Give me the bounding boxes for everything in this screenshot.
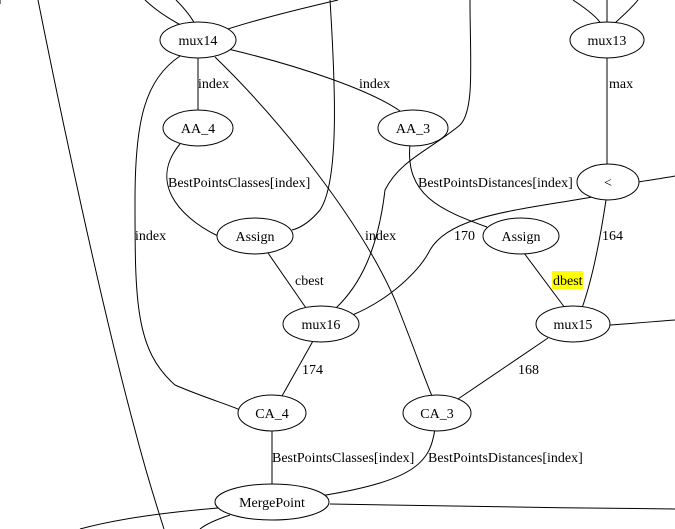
edge-far-left-line (37, 0, 165, 529)
node-mergepoint: MergePoint (214, 483, 330, 521)
node-less-than-shape (576, 163, 640, 201)
node-mux13-shape (569, 21, 645, 59)
node-ca4: CA_4 (237, 394, 307, 432)
edge-merge-right (329, 503, 675, 510)
edge-in-mux16 (335, 0, 472, 309)
edge-lt-mux16 (349, 196, 593, 317)
edge-assign1-mux16 (267, 252, 307, 309)
edge-label-index-aa3: index (359, 77, 390, 92)
edge-mux16-ca4 (281, 340, 314, 397)
edge-bottom-out-a (79, 507, 219, 529)
node-ca3-label: CA_3 (420, 407, 453, 422)
edge-lt-right (637, 175, 675, 183)
node-mergepoint-label: MergePoint (239, 496, 305, 511)
edge-mux15-ca3 (457, 337, 549, 400)
edge-lt-mux15 (581, 199, 607, 309)
edge-label-index-left: index (135, 229, 166, 244)
nodes: mux14 mux13 AA_4 AA_3 < Assign Assign m (159, 21, 645, 521)
node-ca4-shape (237, 394, 307, 432)
node-aa4-shape (162, 109, 234, 147)
edge-label-max: max (609, 77, 633, 92)
edge-mux14-aa3 (227, 48, 401, 112)
node-mux14-shape (159, 21, 237, 59)
node-mux15-shape (535, 305, 611, 343)
node-less-than-label: < (604, 176, 612, 191)
edge-in-mux14-c (224, 0, 339, 31)
node-mux15: mux15 (535, 305, 611, 343)
node-aa4-label: AA_4 (181, 122, 215, 137)
edge-in-mux13-a (572, 0, 602, 25)
node-assign-2: Assign (482, 217, 560, 255)
edge-label-index-aa4: index (198, 77, 229, 92)
edge-in-assign1 (291, 0, 335, 231)
edge-label-164: 164 (602, 229, 623, 244)
node-aa4: AA_4 (162, 109, 234, 147)
edge-label-bpd-ca3: BestPointsDistances[index] (428, 451, 583, 466)
edge-mux14-ca4 (134, 55, 241, 411)
edge-label-bpd-aa3: BestPointsDistances[index] (418, 176, 573, 191)
node-assign-2-shape (482, 217, 560, 255)
edge-bottom-out-b (199, 514, 231, 529)
edge-mux14-ca3 (214, 56, 433, 397)
node-assign-1: Assign (216, 217, 294, 255)
edge-ca3-merge (319, 428, 436, 497)
edge-label-bpc-aa4: BestPointsClasses[index] (168, 176, 310, 191)
edge-label-index-mid: index (365, 229, 396, 244)
node-aa3-shape (377, 109, 449, 147)
node-ca3: CA_3 (402, 394, 472, 432)
node-mux16-label: mux16 (302, 318, 341, 333)
node-mux16-shape (282, 305, 360, 343)
edge-labels: index index max BestPointsClasses[index]… (135, 77, 633, 466)
edge-label-174: 174 (302, 363, 323, 378)
node-mux13: mux13 (569, 21, 645, 59)
edge-label-168: 168 (518, 363, 539, 378)
node-ca3-shape (402, 394, 472, 432)
node-assign-2-label: Assign (502, 230, 541, 245)
edge-in-mux13-c (613, 0, 639, 25)
node-mux14-label: mux14 (179, 34, 218, 49)
node-assign-1-shape (216, 217, 294, 255)
node-mux15-label: mux15 (554, 318, 593, 333)
edge-label-bpc-ca4: BestPointsClasses[index] (272, 451, 414, 466)
node-mux16: mux16 (282, 305, 360, 343)
edge-label-cbest: cbest (295, 274, 324, 289)
edge-aa4-assign1 (166, 143, 219, 237)
node-assign-1-label: Assign (236, 230, 275, 245)
edge-mux15-right (609, 319, 675, 326)
edge-label-170: 170 (454, 229, 475, 244)
node-mux13-label: mux13 (588, 34, 627, 49)
edge-label-dbest-highlight (552, 271, 583, 289)
node-less-than: < (576, 163, 640, 201)
node-mux14: mux14 (159, 21, 237, 59)
node-aa3-label: AA_3 (396, 122, 430, 137)
node-mergepoint-shape (214, 483, 330, 521)
edge-assign2-mux15 (523, 252, 566, 309)
edge-label-dbest: dbest (553, 274, 583, 289)
node-ca4-label: CA_4 (255, 407, 288, 422)
node-aa3: AA_3 (377, 109, 449, 147)
